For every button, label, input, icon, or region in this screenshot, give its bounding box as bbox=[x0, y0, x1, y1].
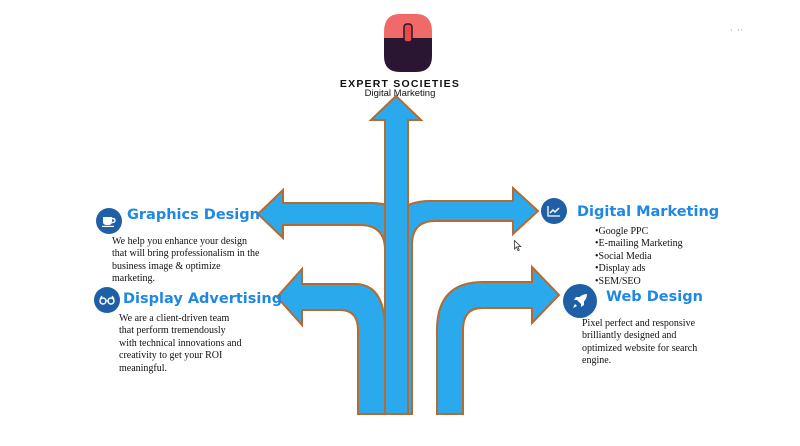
display-advertising-heading: Display Advertising bbox=[123, 291, 283, 307]
web-design-description: Pixel perfect and responsive brilliantly… bbox=[582, 318, 698, 367]
list-item: •Google PPC bbox=[595, 226, 649, 237]
display-advertising-description: We are a client-driven team that perform… bbox=[119, 313, 242, 374]
list-item: •E-mailing Marketing bbox=[595, 238, 683, 250]
mouse-cursor-icon bbox=[514, 240, 522, 252]
brand-subtitle: Digital Marketing bbox=[364, 88, 436, 99]
arrow-up-center bbox=[368, 94, 424, 415]
list-item: •SEM/SEO bbox=[595, 275, 641, 287]
graphics-design-heading: Graphics Design bbox=[127, 207, 260, 223]
digital-marketing-heading: Digital Marketing bbox=[577, 204, 720, 220]
digital-marketing-list: •Google PPC •E-mailing Marketing •Social… bbox=[595, 226, 683, 288]
glasses-icon bbox=[94, 287, 120, 313]
mouse-logo-icon bbox=[384, 14, 432, 72]
list-item: •Display ads bbox=[595, 263, 646, 275]
web-design-heading: Web Design bbox=[606, 289, 703, 305]
graphics-design-description: We help you enhance your design that wil… bbox=[112, 236, 260, 285]
list-item: •Social Media bbox=[595, 250, 652, 262]
brand-title: EXPERT SOCIETIES bbox=[339, 78, 461, 90]
coffee-cup-icon bbox=[96, 208, 122, 234]
line-chart-icon bbox=[541, 198, 567, 224]
arrow-to-web-design bbox=[436, 264, 561, 415]
rocket-icon bbox=[563, 284, 597, 318]
arrow-to-display-advertising bbox=[275, 266, 386, 415]
corner-mark: · ·· bbox=[730, 26, 745, 35]
